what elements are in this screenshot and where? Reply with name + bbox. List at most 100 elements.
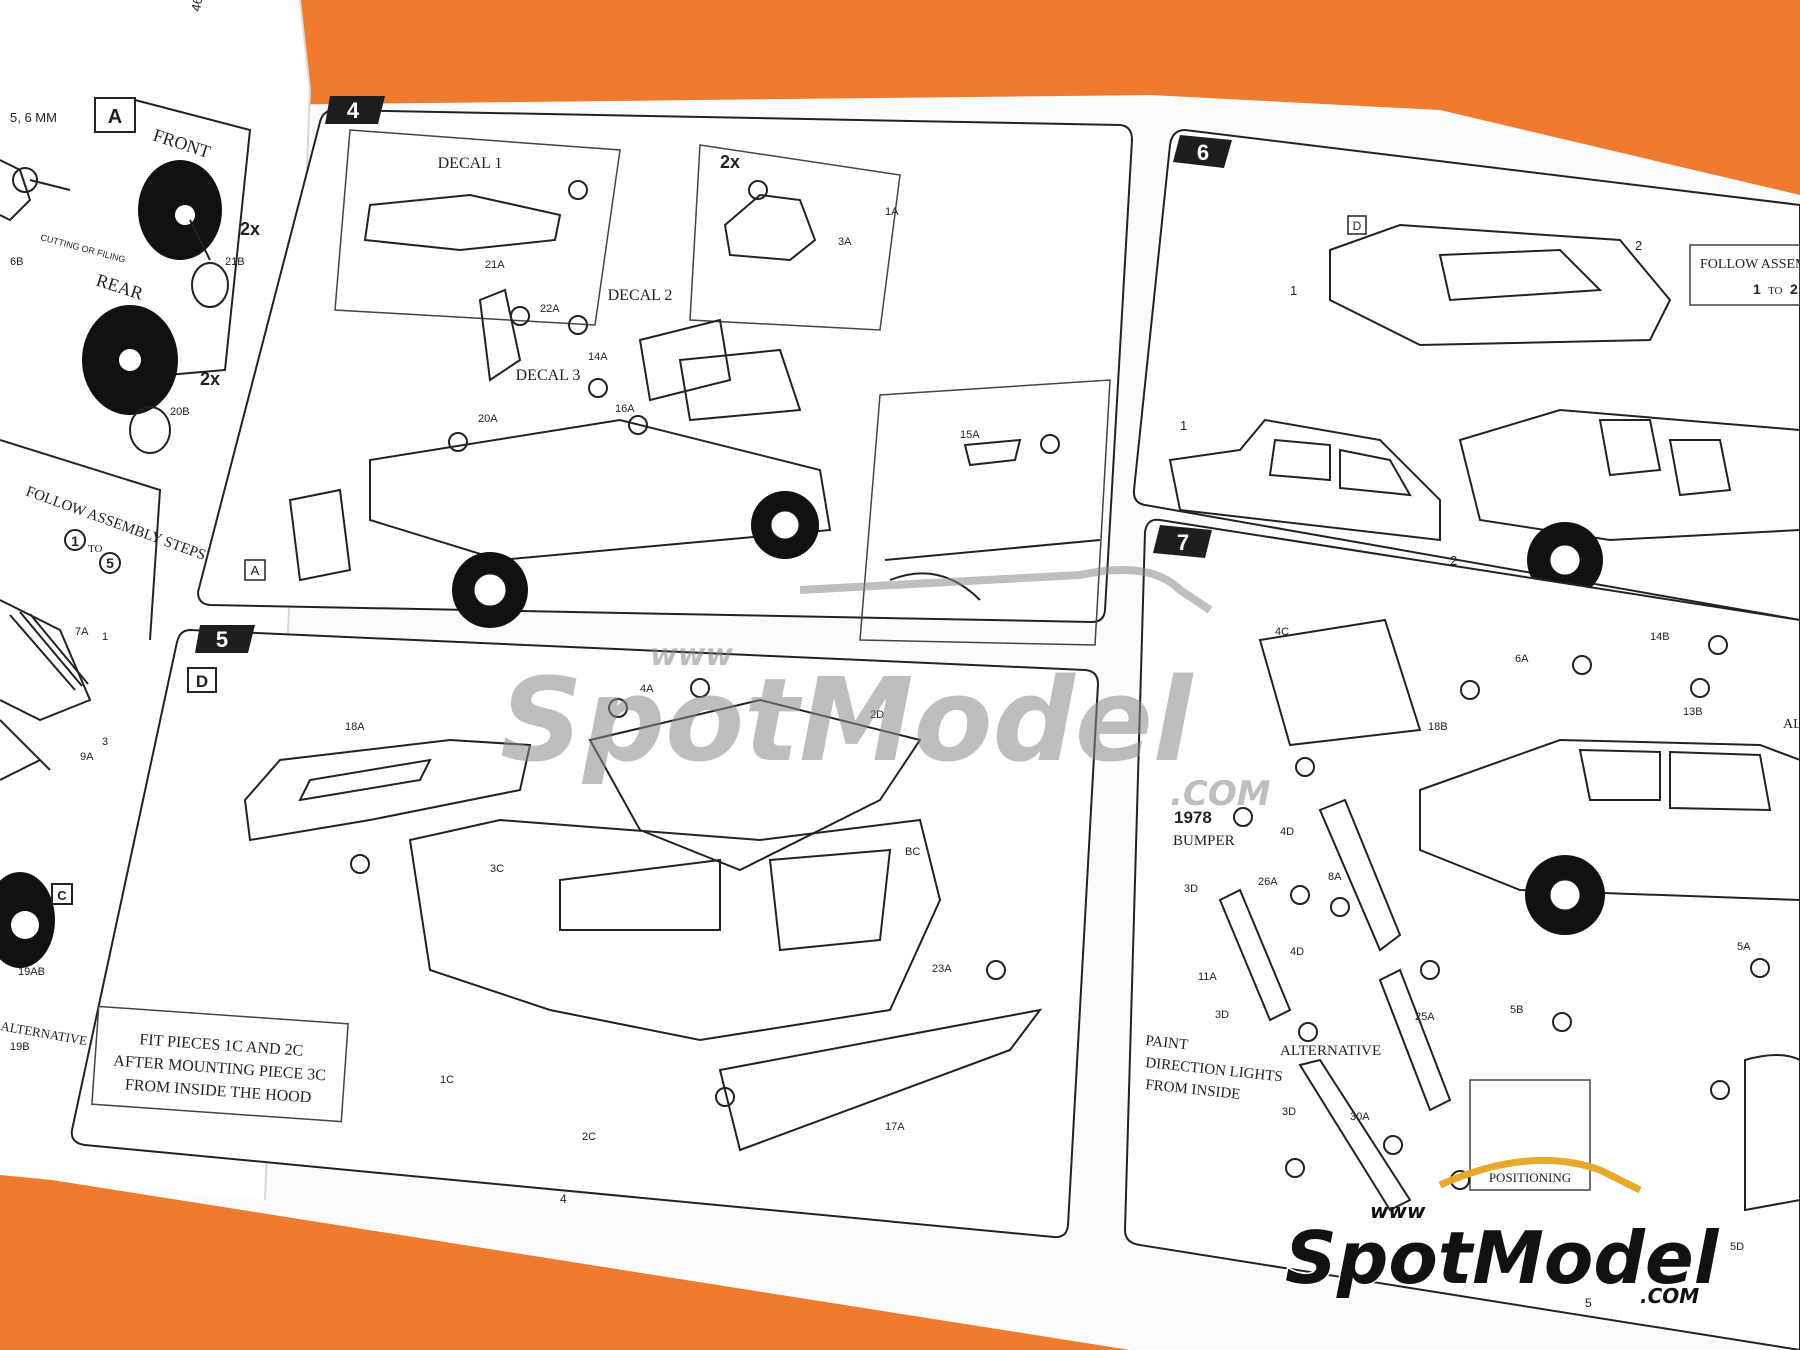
chassis-drawing (288, 288, 832, 582)
step6-number: 6 (1197, 140, 1209, 165)
step7-part-4d-b: 4D (1290, 946, 1304, 958)
step-letter-a: A (108, 106, 122, 128)
follow-from: 1 (71, 533, 79, 549)
glass-piece-drawing (1258, 618, 1422, 747)
part-1: 1 (102, 631, 108, 643)
part-19b: 19B (10, 1041, 30, 1053)
step7-part-18b: 18B (1428, 721, 1448, 733)
rear-qty: 2x (200, 369, 220, 389)
step7-part-5d: 5D (1730, 1241, 1744, 1253)
decal1-label: DECAL 1 (438, 155, 503, 172)
center-watermark: www SpotModel .COM (500, 566, 1271, 814)
step7-part-4c: 4C (1275, 626, 1289, 638)
step5-part-bc: BC (905, 846, 920, 858)
step5-part-4a: 4A (640, 683, 654, 695)
part-6b: 6B (10, 256, 23, 268)
axle-drawing (0, 159, 71, 222)
step5-note-box (91, 1005, 349, 1123)
part-7a: 7A (75, 626, 89, 638)
alt-letter-c: C (57, 888, 67, 903)
step7-alt-cut: ALT (1783, 717, 1800, 732)
step7-panel: 7 4C 6A 14B 13B 18B ALT 1978 BUMPER 4D 8… (1123, 518, 1800, 1350)
rear-part-20b: 20B (170, 406, 190, 418)
step7-part-30a: 30A (1350, 1111, 1370, 1123)
part-3: 3 (102, 736, 108, 748)
step6-label-1a: 1 (1290, 283, 1297, 298)
front-qty: 2x (240, 219, 260, 239)
step7-part-5b: 5B (1510, 1004, 1523, 1016)
step5-panel: 5 D 18A 4A 2D 3C BC 23A 1C 2C 17A FIT PI… (70, 625, 1100, 1239)
seat-drawing (0, 599, 92, 722)
step7-part-14b: 14B (1650, 631, 1670, 643)
step7-number: 7 (1177, 530, 1189, 555)
page-number-left: 4 (560, 1192, 567, 1206)
dim-text: 5, 6 MM (10, 110, 57, 125)
step7-part-3d-c: 3D (1282, 1106, 1296, 1118)
step6-panel: 6 D 1 2 FOLLOW ASSEMBLY 1 TO 2 1 2 (1132, 128, 1800, 622)
step7-part-3d-a: 3D (1184, 883, 1198, 895)
step6-subassembly: D (1353, 219, 1362, 233)
step6-follow-title: FOLLOW ASSEMBLY (1700, 257, 1800, 272)
step5-part-1c: 1C (440, 1074, 454, 1086)
step5-part-2c: 2C (582, 1131, 596, 1143)
decal2-label: DECAL 2 (608, 287, 673, 304)
corner-watermark-suffix: .COM (1640, 1284, 1699, 1308)
step4-part-21a: 21A (485, 259, 505, 271)
step4-panel: 4 DECAL 1 21A 2x 1A 3A DECAL 2 DECAL 3 2… (196, 96, 1134, 646)
step6-follow-to: 2 (1790, 281, 1798, 297)
step7-part-26a: 26A (1258, 876, 1278, 888)
positioning-box (1469, 1079, 1591, 1191)
corner-watermark: www SpotModel .COM (1284, 1156, 1721, 1308)
step4-part-15a: 15A (960, 429, 980, 441)
step7-part-6a: 6A (1515, 653, 1529, 665)
rear-car-fragment-drawing (1744, 1054, 1800, 1212)
front-rim (191, 262, 229, 308)
step6-follow-from: 1 (1753, 281, 1761, 297)
step4-part-14a: 14A (588, 351, 608, 363)
decal3-label: DECAL 3 (516, 367, 581, 384)
body-shell-drawing (408, 818, 942, 1042)
reference-callouts (350, 180, 1770, 1190)
center-watermark-suffix: .COM (1170, 774, 1271, 814)
step7-part-25a: 25A (1415, 1011, 1435, 1023)
corner-watermark-brand: SpotModel (1285, 1216, 1720, 1300)
step6-label-2a: 2 (1635, 238, 1642, 253)
step4-number: 4 (347, 98, 360, 123)
step6-follow-box (1689, 244, 1800, 306)
side-body-drawing (1168, 418, 1441, 542)
center-watermark-prefix: www (650, 638, 733, 673)
page-number-right: 5 (1585, 1296, 1592, 1310)
step4-subassembly: A (251, 563, 260, 578)
step6-label-1b: 1 (1180, 418, 1187, 433)
step5-part-17a: 17A (885, 1121, 905, 1133)
part-19ab: 19AB (18, 966, 45, 978)
body-shell-top-drawing (1329, 223, 1672, 347)
step7-alternative: ALTERNATIVE (1280, 1043, 1381, 1059)
step4-qty: 2x (720, 152, 740, 172)
step7-part-13b: 13B (1683, 706, 1703, 718)
step5-part-18a: 18A (345, 721, 365, 733)
door-panel-drawing (243, 738, 532, 842)
interior-assembly-drawing (1458, 408, 1800, 542)
rear-rim (129, 406, 171, 454)
step7-positioning: POSITIONING (1489, 1170, 1571, 1185)
rocker-panel-drawing (718, 1008, 1043, 1152)
step4-part-22a: 22A (540, 303, 560, 315)
step7-part-11a: 11A (1198, 971, 1217, 983)
corner-watermark-prefix: www (1370, 1199, 1426, 1223)
step5-part-3c: 3C (490, 863, 504, 875)
step7-part-3d-b: 3D (1215, 1009, 1229, 1021)
step4-part-20a: 20A (478, 413, 498, 425)
part-9a: 9A (80, 751, 94, 763)
step4-part-3a: 3A (838, 236, 852, 248)
step6-follow-to-word: TO (1768, 285, 1783, 297)
step4-part-16a: 16A (615, 403, 635, 415)
step5-part-2d: 2D (870, 709, 884, 721)
step5-part-23a: 23A (932, 963, 952, 975)
step5-number: 5 (216, 627, 228, 652)
car-side-drawing (1419, 738, 1800, 902)
step4-part-1a: 1A (885, 206, 899, 218)
front-grille-drawing (1218, 798, 1452, 1112)
step7-bumper: BUMPER (1173, 833, 1235, 849)
